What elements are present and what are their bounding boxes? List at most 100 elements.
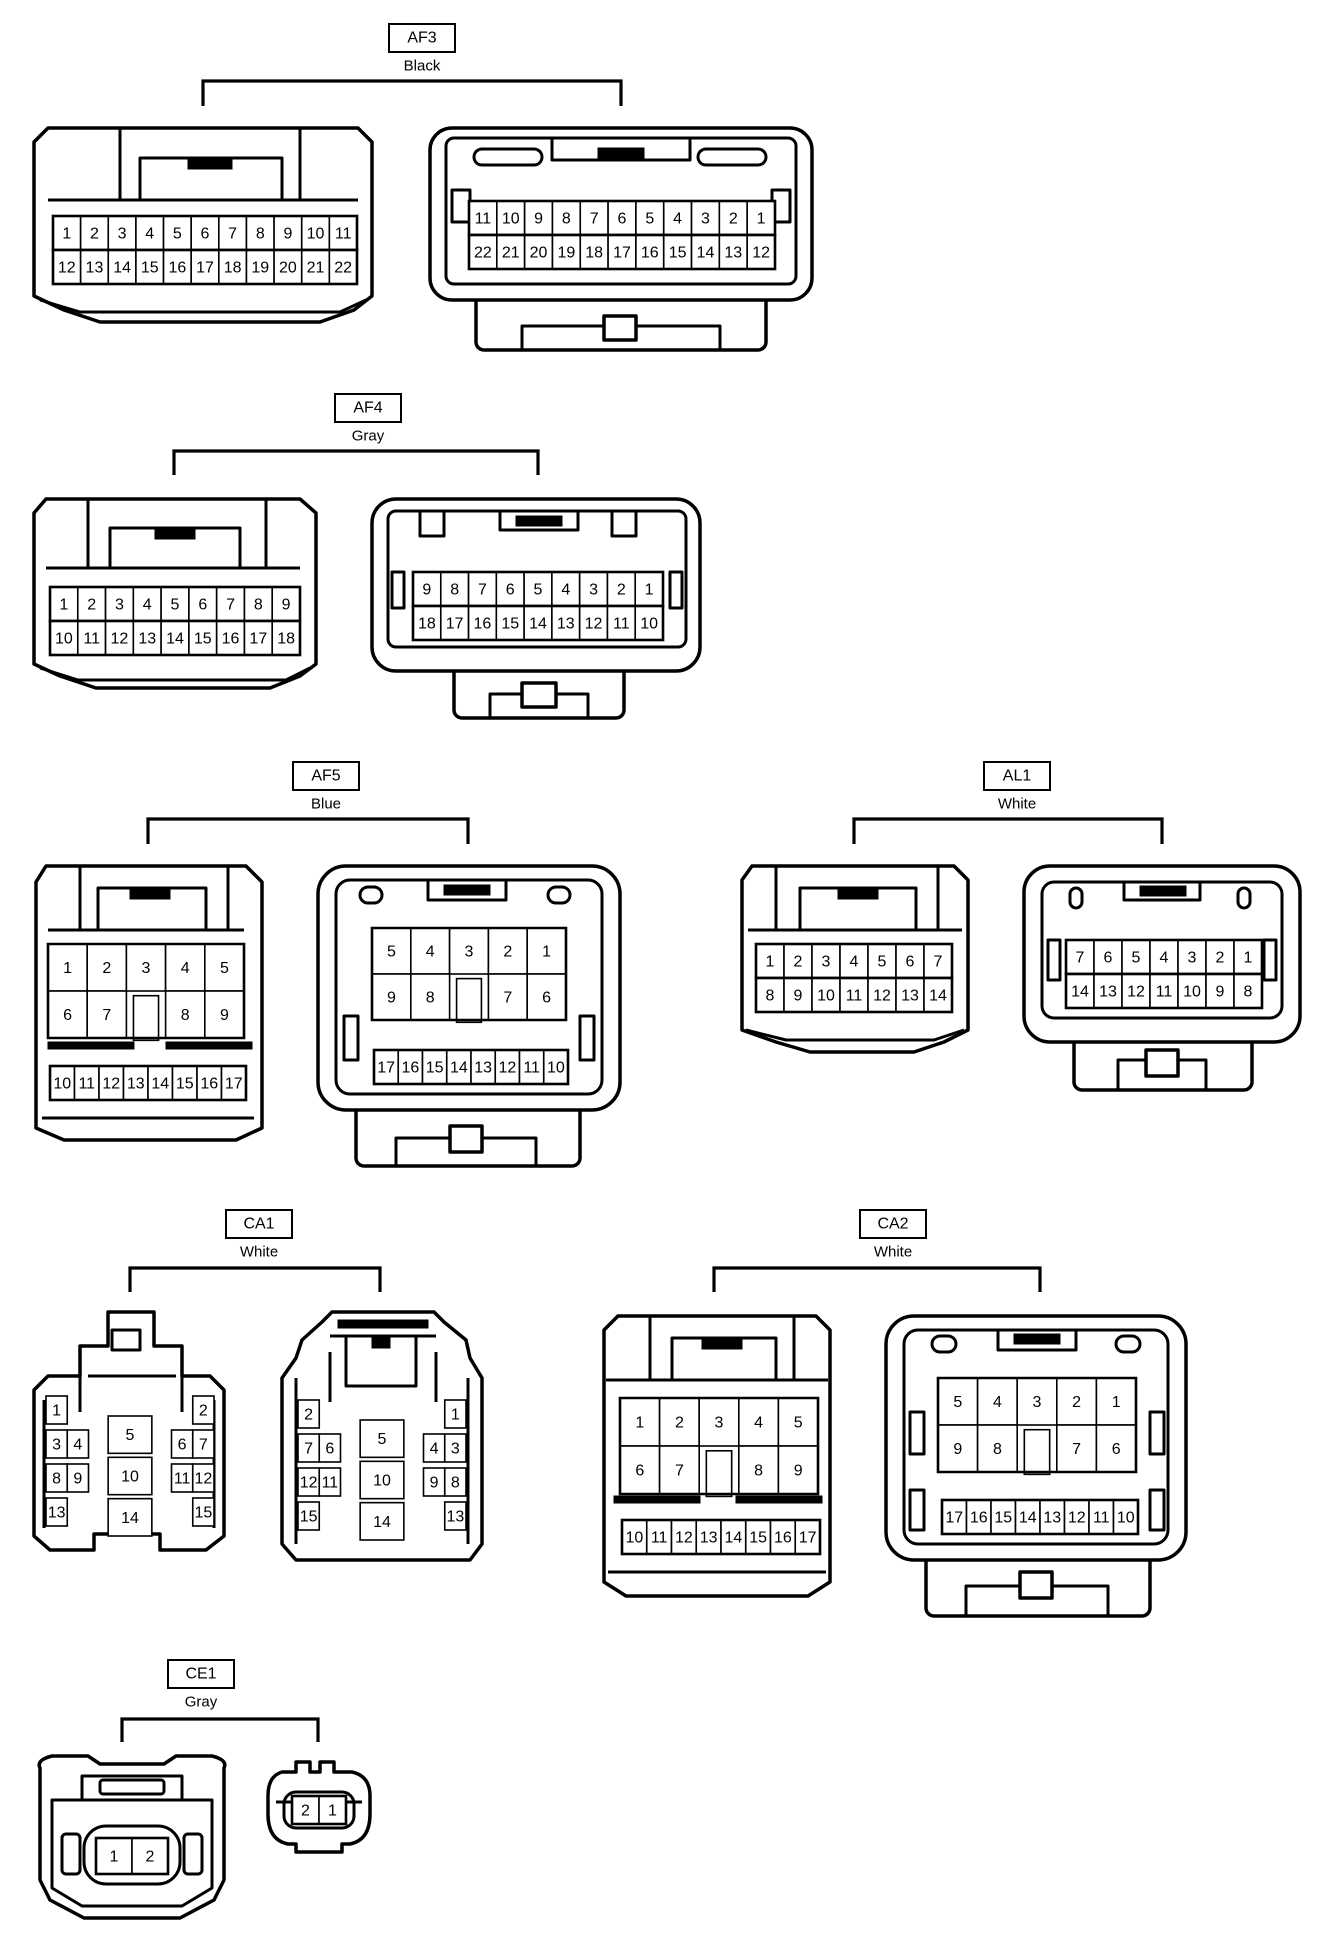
pin-number: 9 — [283, 226, 292, 243]
pin-cell: 5 — [359, 1419, 405, 1459]
pin-cell: 15 — [662, 234, 693, 270]
pin-cell: 3 — [107, 215, 137, 251]
pin-cell: 3 — [811, 943, 841, 979]
pin-number: 2 — [199, 1403, 208, 1420]
pin-number: 8 — [754, 1463, 763, 1480]
pin-number: 16 — [774, 1530, 792, 1547]
pin-cell: 13 — [79, 249, 110, 285]
pin-number: 1 — [766, 954, 775, 971]
pin-cell: 13 — [122, 1065, 149, 1101]
pin-number: 7 — [590, 211, 599, 228]
pin-cell: 3 — [698, 1397, 740, 1447]
pin-cell: 17 — [607, 234, 637, 270]
pin-number: 14 — [151, 1076, 169, 1093]
pin-cell: 7 — [297, 1433, 321, 1463]
pin-cell: 5 — [867, 943, 897, 979]
pin-number: 15 — [994, 1510, 1012, 1527]
pin-number: 9 — [220, 1007, 229, 1024]
pin-cell: 13 — [470, 1049, 497, 1085]
pin-number: 2 — [794, 954, 803, 971]
pin-number: 7 — [199, 1437, 208, 1454]
pin-number: 14 — [724, 1530, 742, 1547]
pin-cell: 15 — [171, 1065, 198, 1101]
pin-cell: 1 — [45, 1395, 69, 1425]
pin-cell: 4 — [662, 200, 693, 236]
pin-cell: 17 — [941, 1499, 968, 1535]
pin-cell: 13 — [45, 1497, 69, 1527]
pin-number: 15 — [426, 1060, 444, 1077]
pin-cell: 15 — [191, 1497, 215, 1527]
pin-number: 2 — [617, 582, 626, 599]
pin-number: 5 — [794, 1415, 803, 1432]
pin-cell: 13 — [1093, 973, 1123, 1009]
pin-number: 13 — [1099, 984, 1117, 1001]
pin-cell: 6 — [190, 215, 220, 251]
pin-cell: 12 — [1063, 1499, 1090, 1535]
pin-cell: 1 — [49, 586, 79, 622]
pin-cell: 17 — [220, 1065, 247, 1101]
pin-cell: 9 — [371, 973, 412, 1021]
pin-number: 7 — [934, 954, 943, 971]
pin-cell: 14 — [720, 1519, 747, 1555]
pin-cell: 14 — [1014, 1499, 1041, 1535]
pin-cell: 1 — [1233, 939, 1263, 975]
pin-cell: 18 — [412, 605, 442, 641]
pin-cell: 12 — [494, 1049, 521, 1085]
pin-number: 3 — [701, 211, 710, 228]
pin-number: 19 — [251, 260, 269, 277]
pin-number: 11 — [174, 1471, 191, 1488]
pin-number: 7 — [228, 226, 237, 243]
pin-number: 1 — [52, 1403, 61, 1420]
pin-number: 14 — [929, 988, 947, 1005]
pin-number: 5 — [126, 1427, 135, 1444]
pin-cell: 12 — [670, 1519, 698, 1555]
pin-number: 9 — [422, 582, 431, 599]
pin-cell: 10 — [300, 215, 331, 251]
pin-cell: 2 — [606, 571, 637, 607]
pin-number: 12 — [1068, 1510, 1086, 1527]
pin-cell: 15 — [421, 1049, 448, 1085]
pin-cell: 2 — [783, 943, 813, 979]
connector-al1-name: AL1 — [1003, 768, 1032, 785]
pin-cell: 12 — [746, 234, 776, 270]
pin-cell: 4 — [737, 1397, 780, 1447]
pin-number: 15 — [669, 245, 687, 262]
pin-number: 2 — [675, 1415, 684, 1432]
connector-ca1-label: CA1 White — [225, 1209, 293, 1261]
pin-number: 3 — [465, 944, 474, 961]
connector-af3-bracket — [201, 79, 623, 106]
pin-number: 2 — [503, 944, 512, 961]
connector-af4-bracket — [172, 449, 540, 475]
pin-cell: 7 — [658, 1445, 700, 1495]
pin-number: 15 — [749, 1530, 767, 1547]
pin-cell: 13 — [895, 977, 925, 1013]
pin-cell: 7 — [86, 990, 128, 1039]
pin-cell: 7 — [467, 571, 498, 607]
pin-number: 11 — [651, 1530, 668, 1547]
pin-cell: 11 — [468, 200, 498, 236]
pin-cell: 20 — [273, 249, 303, 285]
pin-number: 3 — [115, 597, 124, 614]
pin-cell: 6 — [1095, 1424, 1137, 1473]
pin-number: 2 — [1072, 1394, 1081, 1411]
pin-number: 7 — [503, 990, 512, 1007]
pin-number: 5 — [171, 597, 180, 614]
pin-cell: 4 — [164, 943, 206, 992]
pin-cell: 3 — [443, 1433, 467, 1463]
pin-cell: 5 — [937, 1377, 979, 1426]
pin-cell: 22 — [328, 249, 358, 285]
pin-cell: 13 — [551, 605, 581, 641]
pin-number: 6 — [506, 582, 515, 599]
pin-number: 12 — [675, 1530, 693, 1547]
pin-cell: 6 — [1093, 939, 1123, 975]
pin-number: 15 — [501, 616, 519, 633]
pin-cell: 11 — [645, 1519, 673, 1555]
pin-cell: 7 — [1056, 1424, 1098, 1473]
pin-number: 18 — [418, 616, 436, 633]
